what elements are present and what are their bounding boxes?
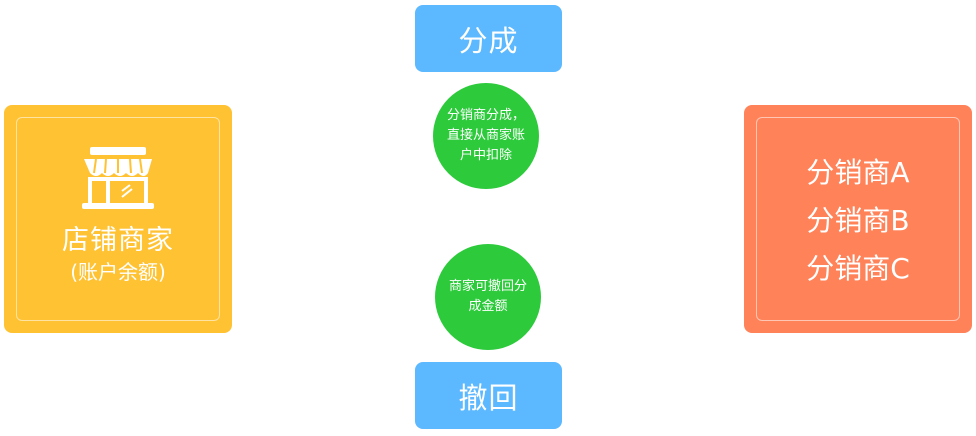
merchant-title: 店铺商家 xyxy=(62,225,174,256)
revoke-label-pill: 撤回 xyxy=(415,362,562,429)
distributor-b: 分销商B xyxy=(806,204,910,237)
revoke-label: 撤回 xyxy=(458,380,519,415)
share-label-pill: 分成 xyxy=(415,5,562,72)
distributor-list: 分销商A 分销商B 分销商C xyxy=(744,149,972,293)
share-note-bubble: 分销商分成，直接从商家账户中扣除 xyxy=(433,83,539,189)
merchant-subtitle: (账户余额) xyxy=(70,260,166,284)
revoke-note: 商家可撤回分成金额 xyxy=(448,279,527,314)
share-note: 分销商分成，直接从商家账户中扣除 xyxy=(446,108,525,163)
distributor-card: 分销商A 分销商B 分销商C xyxy=(744,105,972,333)
share-label: 分成 xyxy=(458,23,519,58)
revoke-note-bubble: 商家可撤回分成金额 xyxy=(435,244,541,350)
merchant-card: 店铺商家 (账户余额) xyxy=(4,105,232,333)
distributor-c: 分销商C xyxy=(806,252,910,285)
distributor-a: 分销商A xyxy=(806,156,910,189)
storefront-icon xyxy=(82,147,154,209)
merchant-content: 店铺商家 (账户余额) xyxy=(4,145,232,285)
distributor-card-border xyxy=(756,117,960,321)
merchant-card-border xyxy=(16,117,220,321)
